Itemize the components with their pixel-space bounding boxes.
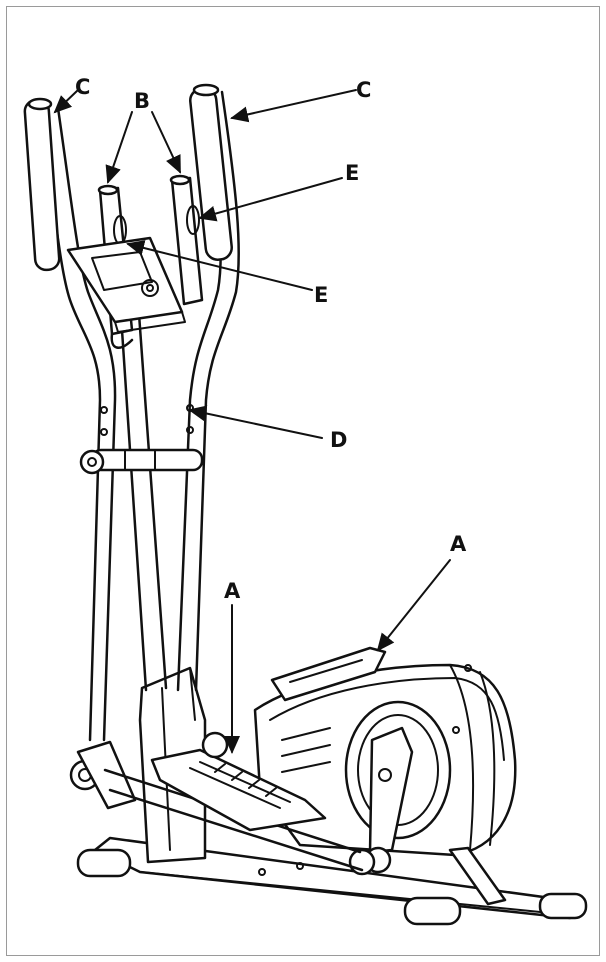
label-c-right: C <box>356 78 371 102</box>
label-d: D <box>330 428 347 452</box>
callout-labels: C C B E E D A A <box>75 75 467 603</box>
label-e-mid: E <box>314 283 328 307</box>
cross-bar <box>79 448 204 475</box>
flywheel-housing <box>253 646 517 876</box>
left-moving-arm <box>23 97 117 742</box>
base-frame <box>76 836 588 926</box>
label-b: B <box>134 89 150 113</box>
stationary-pole <box>118 298 168 692</box>
rear-leg <box>448 846 507 906</box>
right-moving-arm <box>176 83 240 692</box>
callout-leaders <box>53 89 451 754</box>
label-c-left: C <box>75 75 90 99</box>
console <box>66 236 186 333</box>
label-e-top: E <box>345 161 359 185</box>
pedal-assembly <box>103 731 364 872</box>
front-pivot <box>69 740 137 810</box>
label-a-right: A <box>450 532 467 556</box>
label-a-left: A <box>224 579 241 603</box>
